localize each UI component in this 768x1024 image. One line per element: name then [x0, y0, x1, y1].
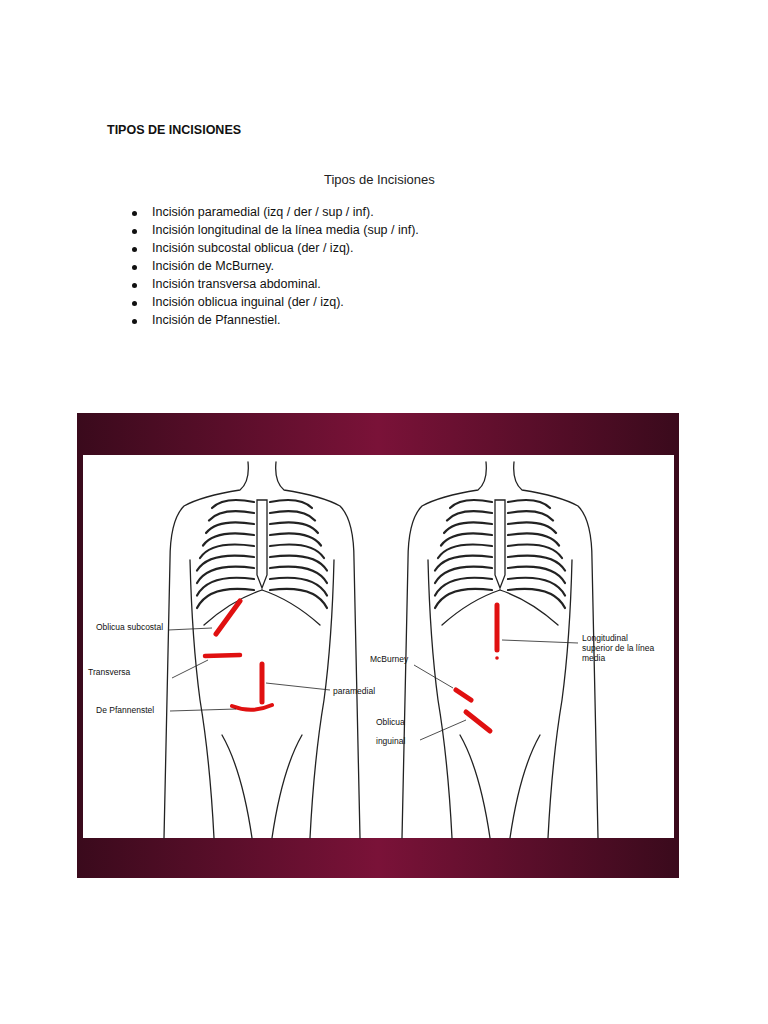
- rib: [270, 522, 318, 533]
- rib: [447, 511, 492, 520]
- figure-label: McBurney: [370, 654, 430, 664]
- rib: [435, 567, 492, 583]
- leader-line: [168, 628, 212, 630]
- subcostal-incision: [216, 601, 240, 634]
- pfannenstiel-incision: [232, 705, 272, 710]
- figure-label: Oblicua subcostal: [96, 622, 186, 632]
- rib: [508, 589, 565, 608]
- rib: [197, 567, 254, 583]
- subtitle: Tipos de Incisiones: [324, 172, 524, 188]
- rib: [206, 522, 254, 533]
- rib: [270, 589, 327, 608]
- rib: [270, 567, 327, 583]
- groin-outline: [272, 735, 302, 838]
- leader-line: [420, 720, 466, 740]
- bullet-item: Incisión de McBurney.: [152, 259, 652, 274]
- rib: [435, 578, 492, 596]
- rib: [508, 522, 556, 533]
- umbilicus-mark: [495, 656, 499, 660]
- rib: [444, 522, 492, 533]
- torso-outline: [164, 462, 248, 838]
- bullet-item: Incisión subcostal oblicua (der / izq).: [152, 241, 652, 256]
- bullet-item: Incisión paramedial (izq / der / sup / i…: [152, 205, 652, 220]
- rib: [508, 578, 565, 596]
- midline-incision: [495, 605, 500, 650]
- rib: [270, 578, 327, 596]
- rib: [212, 500, 254, 508]
- torso-outline: [276, 462, 360, 838]
- rib: [435, 589, 492, 608]
- rib: [209, 511, 254, 520]
- figure-label: paramedial: [333, 686, 413, 696]
- groin-outline: [222, 735, 252, 838]
- rib: [197, 589, 254, 608]
- sternum: [257, 500, 267, 588]
- transverse-incision: [205, 655, 240, 656]
- figure-label: Transversa: [88, 667, 178, 677]
- bullet-item: Incisión de Pfannestiel.: [152, 313, 652, 328]
- leader-line: [172, 660, 208, 678]
- costal-margin: [442, 590, 500, 625]
- figure-label: Oblicua inguinal: [376, 713, 420, 750]
- costal-margin: [262, 590, 320, 625]
- figure-label: Longitudinal superior de la línea media: [582, 633, 660, 664]
- groin-outline: [510, 735, 540, 838]
- mcburney-incision: [456, 690, 471, 700]
- frame-panel: [83, 455, 674, 838]
- page-title: TIPOS DE INCISIONES: [107, 123, 507, 138]
- rib: [270, 511, 315, 520]
- bullet-item: Incisión oblicua inguinal (der / izq).: [152, 295, 652, 310]
- figure-label: De Pfannenstel: [96, 705, 186, 715]
- costal-margin: [500, 590, 558, 625]
- rib: [508, 567, 565, 583]
- leader-line: [266, 683, 330, 690]
- bullet-item: Incisión transversa abdominal.: [152, 277, 652, 292]
- rib: [508, 500, 550, 508]
- rib: [508, 511, 553, 520]
- inguinal-incision: [466, 712, 490, 731]
- frame: [77, 413, 679, 878]
- sternum: [495, 500, 505, 588]
- paramedial-incision: [260, 664, 265, 702]
- leader-line: [502, 640, 578, 643]
- rib: [270, 500, 312, 508]
- leader-line: [414, 665, 453, 688]
- torso-outline: [402, 462, 486, 838]
- groin-outline: [460, 735, 490, 838]
- rib: [197, 578, 254, 596]
- rib: [450, 500, 492, 508]
- bullet-item: Incisión longitudinal de la línea media …: [152, 223, 652, 238]
- leader-line: [170, 709, 236, 711]
